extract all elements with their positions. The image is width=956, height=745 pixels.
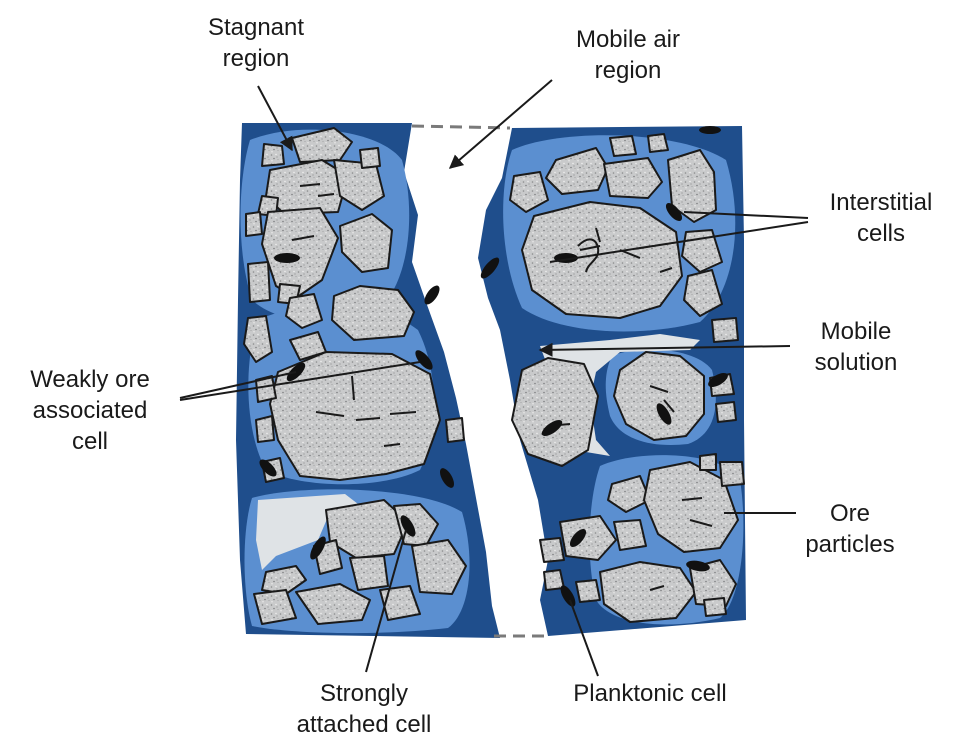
right-packed-bed: [478, 126, 746, 636]
label-planktonic-cell: Planktonic cell: [540, 678, 760, 709]
ore-particle: [248, 262, 270, 302]
ore-particle: [256, 416, 274, 442]
ore-particle: [576, 580, 600, 602]
ore-particle: [716, 402, 736, 422]
ore-particle: [648, 134, 668, 152]
ore-particle: [332, 286, 414, 340]
ore-particle: [610, 136, 636, 156]
ore-particle: [712, 318, 738, 342]
ore-particle: [446, 418, 464, 442]
ore-particle: [540, 538, 564, 562]
ore-particle: [700, 454, 716, 470]
ore-particle: [704, 598, 726, 616]
ore-particle: [350, 556, 388, 590]
ore-particle: [246, 212, 262, 236]
bacterial-cell: [699, 126, 721, 134]
ore-particle: [262, 144, 284, 166]
ore-particle: [522, 202, 682, 318]
bacterial-cell: [274, 253, 300, 263]
ore-particle: [614, 520, 646, 550]
ore-particle: [720, 462, 744, 486]
left-packed-bed: [236, 123, 500, 638]
ore-particle: [360, 148, 380, 168]
